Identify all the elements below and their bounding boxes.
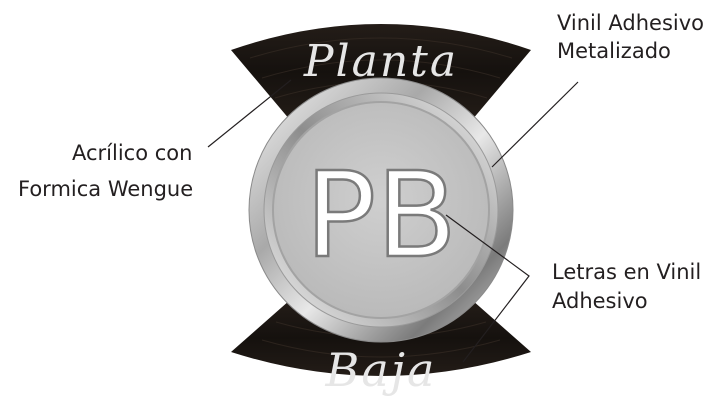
callout-letters-line2: Adhesivo [552,289,648,313]
center-letters: PB [305,146,457,284]
bottom-banner-text: Baja [325,343,437,397]
callout-acrylic-line2: Formica Wengue [18,177,193,201]
top-banner-panel [231,24,531,120]
leader-line-metal [491,81,579,168]
leader-line-letters [445,214,530,363]
callout-metal-line2: Metalizado [557,39,671,63]
sign-face [272,101,490,319]
callout-letters-line1: Letras en Vinil [552,260,701,284]
callout-metal-line1: Vinil Adhesivo [557,11,704,35]
top-banner-text: Planta [303,36,458,87]
leader-line-acrylic [207,79,292,148]
callout-acrylic-line1: Acrílico con [72,141,192,165]
